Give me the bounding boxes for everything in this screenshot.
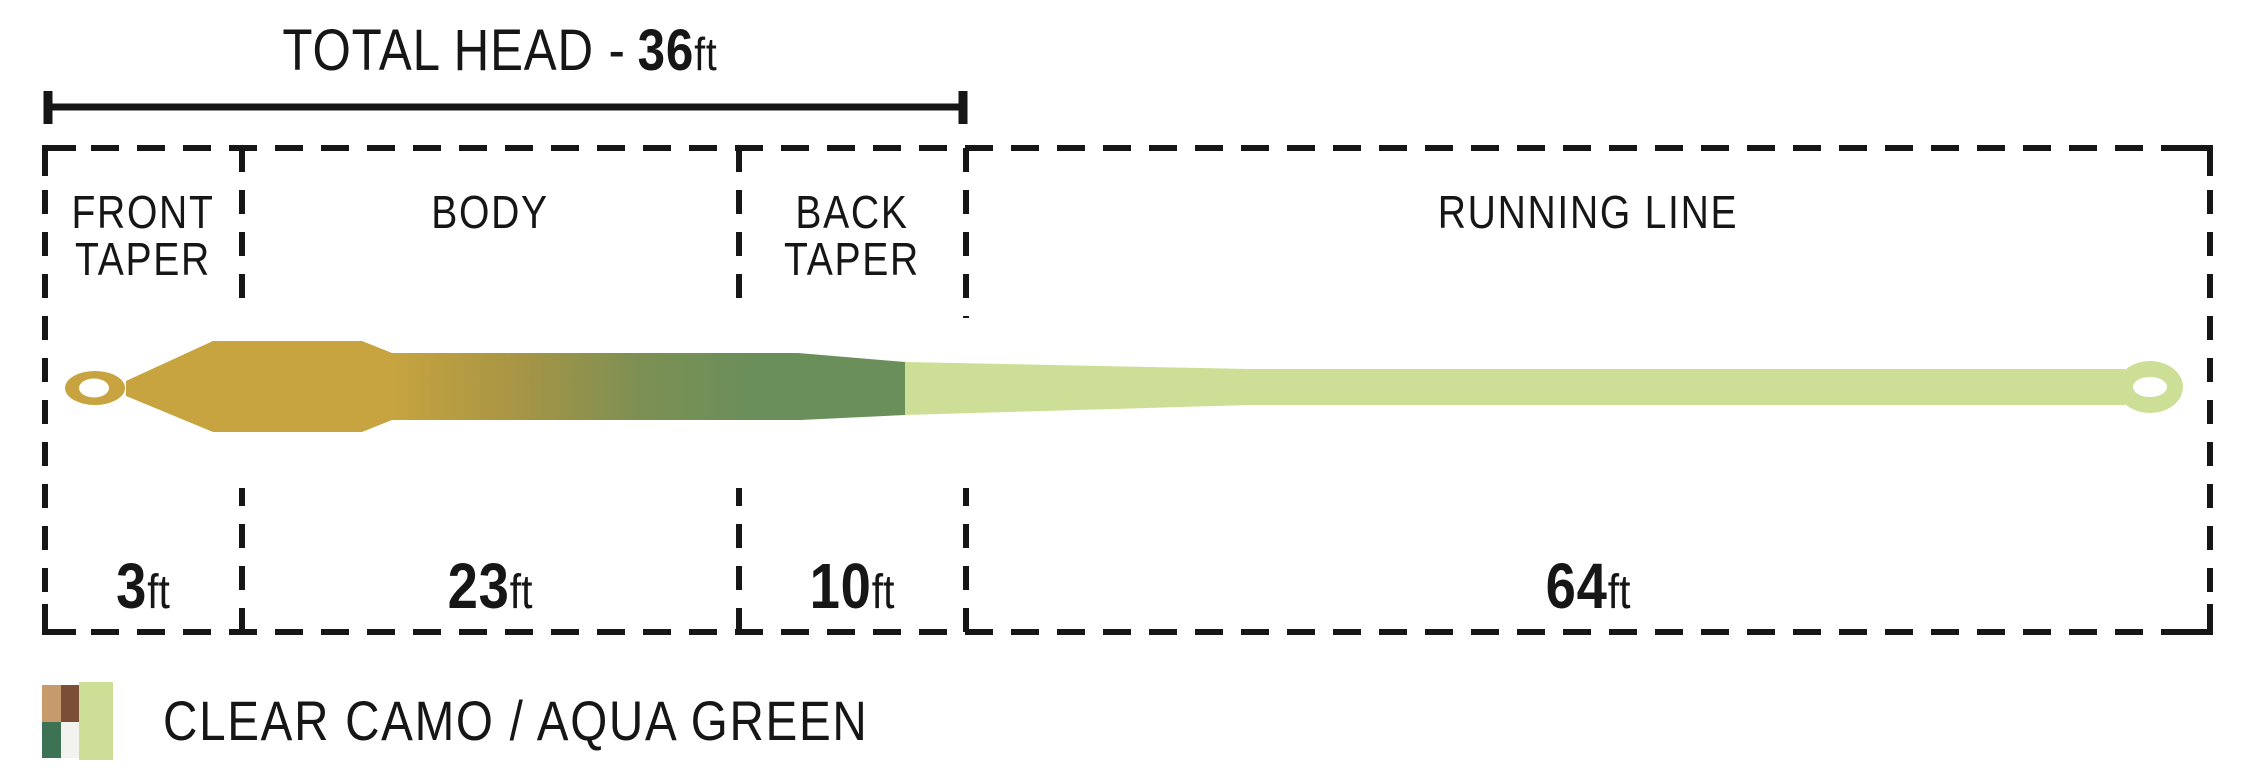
svg-text:RUNNING LINE: RUNNING LINE bbox=[1438, 187, 1739, 239]
measurement-body: 23ft bbox=[448, 550, 533, 622]
legend: CLEAR CAMO / AQUA GREEN bbox=[42, 682, 868, 760]
legend-label: CLEAR CAMO / AQUA GREEN bbox=[163, 690, 868, 752]
swatch-tan bbox=[42, 685, 61, 722]
fly-line-head bbox=[126, 341, 905, 432]
measurement-front-taper: 3ft bbox=[116, 550, 170, 622]
total-head-unit: ft bbox=[694, 29, 717, 81]
section-label-front-taper-line2: TAPER bbox=[75, 234, 211, 286]
svg-text:3ft: 3ft bbox=[116, 550, 170, 622]
swatch-dark-green bbox=[42, 722, 61, 758]
body-length: 23 bbox=[448, 550, 510, 622]
measurement-running-line: 64ft bbox=[1546, 550, 1631, 622]
svg-text:CLEAR CAMO / AQUA GREEN: CLEAR CAMO / AQUA GREEN bbox=[163, 690, 868, 752]
running-line-unit: ft bbox=[1608, 566, 1631, 619]
section-dividers bbox=[239, 148, 969, 632]
svg-text:BACK: BACK bbox=[795, 187, 908, 239]
total-head-bracket bbox=[43, 91, 968, 124]
outer-dashed-box bbox=[42, 145, 2213, 635]
section-label-front-taper-line1: FRONT bbox=[71, 187, 214, 239]
rear-loop-hole bbox=[2133, 377, 2167, 397]
total-head-prefix: TOTAL HEAD - bbox=[282, 18, 625, 83]
svg-text:10ft: 10ft bbox=[810, 550, 895, 622]
rear-loop bbox=[2117, 361, 2183, 413]
section-label-back-taper-line1: BACK bbox=[795, 187, 908, 239]
back-taper-unit: ft bbox=[872, 566, 895, 619]
fly-line-running bbox=[905, 362, 2125, 415]
box-corner-bottom-right bbox=[2179, 604, 2213, 635]
swatch-brown bbox=[61, 685, 79, 722]
total-head-value: 36 bbox=[638, 18, 695, 83]
svg-text:FRONT: FRONT bbox=[71, 187, 214, 239]
running-line-length: 64 bbox=[1546, 550, 1608, 622]
svg-text:23ft: 23ft bbox=[448, 550, 533, 622]
svg-text:TAPER: TAPER bbox=[75, 234, 211, 286]
box-corner-bottom-left bbox=[42, 604, 76, 635]
swatch-light-green bbox=[79, 682, 113, 760]
front-taper-length: 3 bbox=[116, 550, 147, 622]
box-corner-top-left bbox=[42, 145, 76, 176]
svg-text:TAPER: TAPER bbox=[784, 234, 920, 286]
section-label-body: BODY bbox=[431, 187, 549, 239]
front-loop-hole bbox=[79, 378, 109, 398]
back-taper-length: 10 bbox=[810, 550, 872, 622]
front-loop bbox=[65, 371, 125, 405]
box-corner-top-right bbox=[2179, 145, 2213, 176]
front-taper-unit: ft bbox=[147, 566, 170, 619]
svg-text:BODY: BODY bbox=[431, 187, 549, 239]
legend-color-swatch-icon bbox=[42, 682, 113, 760]
section-label-back-taper-line2: TAPER bbox=[784, 234, 920, 286]
svg-text:TOTAL HEAD -36ft: TOTAL HEAD -36ft bbox=[282, 18, 717, 83]
fly-line-illustration bbox=[65, 341, 2183, 432]
total-head-title: TOTAL HEAD -36ft bbox=[282, 18, 717, 83]
section-label-running-line: RUNNING LINE bbox=[1438, 187, 1739, 239]
measurement-back-taper: 10ft bbox=[810, 550, 895, 622]
swatch-clear bbox=[61, 722, 79, 758]
svg-text:64ft: 64ft bbox=[1546, 550, 1631, 622]
body-unit: ft bbox=[510, 566, 533, 619]
